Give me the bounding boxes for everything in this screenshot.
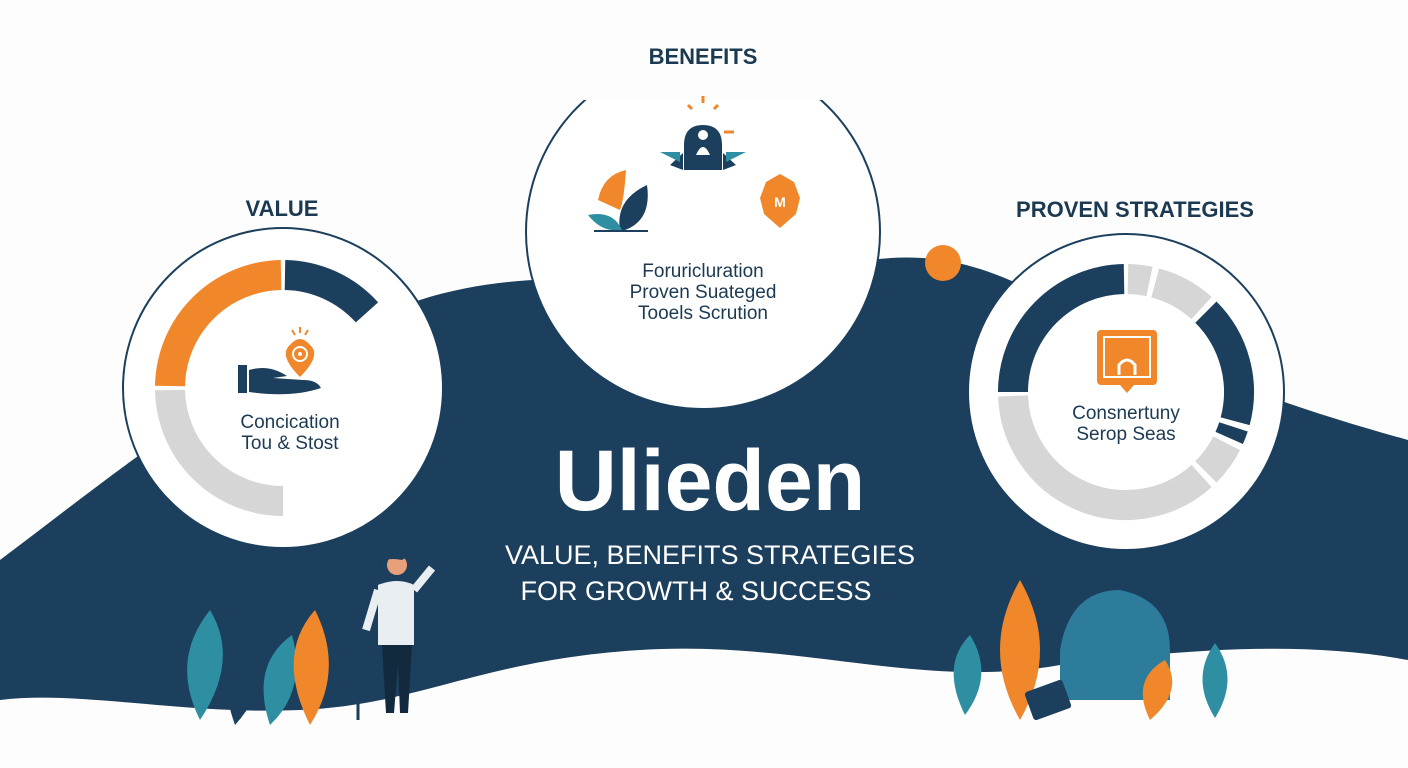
- building-pin-icon: [1097, 330, 1157, 393]
- heart-target-icon: [285, 327, 315, 377]
- badge-icon: M: [760, 174, 800, 228]
- svg-text:M: M: [774, 194, 786, 210]
- benefits-text: Foruricluration Proven Suateged Tooels S…: [583, 261, 823, 325]
- hand-icon: [238, 365, 321, 395]
- donut-segment: [998, 395, 1212, 520]
- benefits-text-line: Tooels Scrution: [638, 302, 768, 324]
- person-illustration: [351, 549, 436, 720]
- orange-dot: [925, 245, 961, 281]
- donut-segment: [284, 260, 379, 323]
- benefits-text-line: Foruricluration: [642, 261, 764, 282]
- value-donut: [155, 260, 379, 516]
- donut-segment: [1127, 264, 1153, 297]
- benefits-circle-mask: [540, 40, 870, 100]
- plants-right: [953, 580, 1228, 721]
- donut-segment: [1215, 422, 1248, 445]
- donut-segment: [1194, 436, 1241, 483]
- benefits-text-line: Proven Suateged: [629, 281, 777, 303]
- donut-segment: [155, 389, 284, 516]
- benefits-heading: BENEFITS: [648, 44, 758, 69]
- strategies-donut: [998, 264, 1254, 520]
- strategies-heading: PROVEN STRATEGIES: [1016, 197, 1254, 222]
- strategies-text: Consnertuny Serop Seas: [1036, 403, 1216, 446]
- hero-subtitle-2: FOR GROWTH & SUCCESS: [520, 576, 872, 606]
- hero-subtitle-1: VALUE, BENEFITS STRATEGIES: [504, 540, 916, 570]
- donut-segment: [1150, 268, 1212, 320]
- value-heading: VALUE: [245, 196, 319, 221]
- strategies-text-line: Serop Seas: [1076, 423, 1176, 445]
- hero-title: Ulieden: [554, 433, 866, 529]
- donut-segment: [155, 260, 282, 387]
- donut-segment: [1194, 301, 1254, 426]
- leaves-icon: [588, 170, 648, 232]
- donut-segment: [998, 264, 1125, 393]
- benefits-circle: [525, 54, 881, 410]
- value-text-line: Tou & Stost: [241, 432, 339, 454]
- value-text-line: Concication: [240, 412, 340, 433]
- plants-left: [187, 610, 329, 725]
- person-rays-icon: [660, 96, 746, 170]
- strategies-text-line: Consnertuny: [1072, 403, 1180, 424]
- value-text: Concication Tou & Stost: [200, 412, 380, 455]
